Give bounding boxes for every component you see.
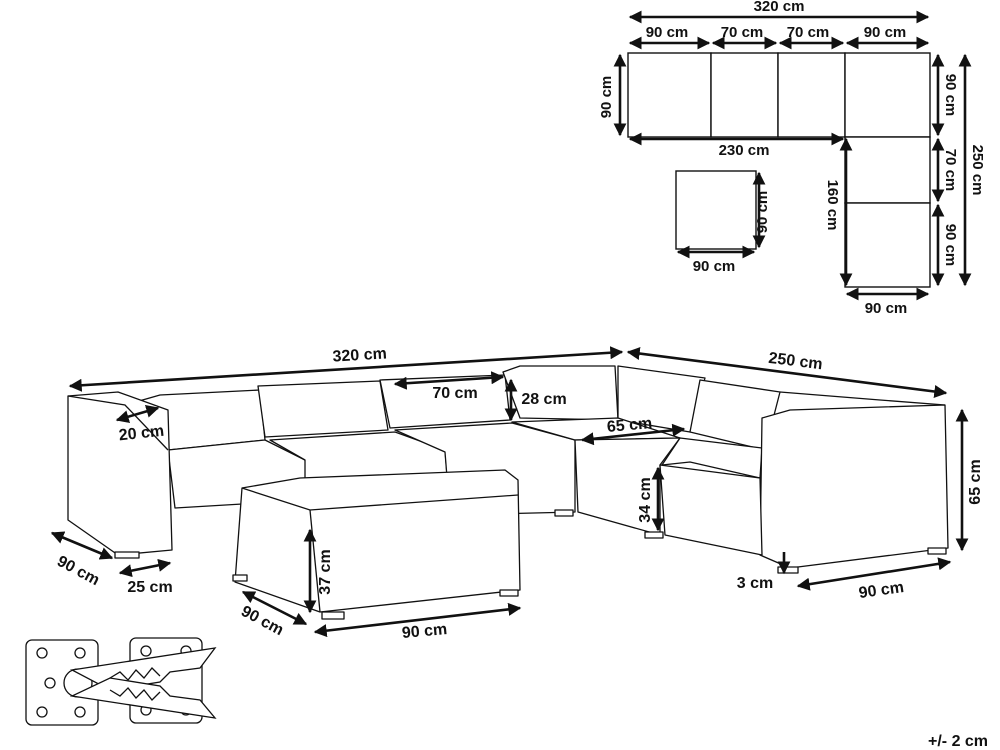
sofa-right-module-front (659, 464, 763, 556)
label-ottoman-depth: 90 cm (238, 603, 286, 639)
label-leg-offset: 25 cm (127, 579, 172, 596)
label-module-width: 90 cm (858, 579, 905, 602)
sofa-back-module-2 (257, 380, 389, 438)
label-ottoman-plan-width: 90 cm (693, 258, 736, 275)
ottoman-perspective (232, 469, 521, 620)
label-right-seg-1: 90 cm (942, 74, 959, 117)
clip-teeth (109, 667, 161, 681)
dim-arrow-seat-width (393, 371, 505, 390)
plan-module-3 (777, 52, 846, 138)
label-seg-2: 70 cm (721, 24, 764, 41)
label-right-total: 250 cm (969, 145, 986, 196)
label-inner-length: 230 cm (719, 142, 770, 159)
screw-icon (74, 647, 86, 659)
label-back-height: 28 cm (521, 391, 566, 408)
top-view-plan: 320 cm 90 cm 70 cm 70 cm 90 cm 90 cm 230… (598, 0, 986, 317)
label-arm-width: 20 cm (118, 423, 165, 445)
ottoman-leg (321, 611, 345, 620)
dim-arrow-sofa-length (626, 347, 948, 398)
ottoman-leg (499, 589, 519, 597)
label-seat-height: 34 cm (637, 477, 654, 522)
ottoman-body (234, 469, 521, 613)
sofa-leg (644, 531, 664, 539)
dim-arrow-sofa-width (68, 346, 624, 392)
sofa-leg (777, 566, 799, 574)
dim-arrow-ottoman-depth (241, 590, 308, 626)
label-sofa-length: 250 cm (768, 350, 824, 373)
label-seat-width: 70 cm (432, 385, 477, 402)
label-right-seg-3: 90 cm (942, 224, 959, 267)
dim-arrow-module-width (796, 557, 952, 591)
label-bottom-width: 90 cm (865, 300, 908, 317)
plan-module-2 (710, 52, 779, 138)
sofa-dimensions: 320 cm 250 cm 70 cm 28 cm 20 cm 65 cm 34… (50, 345, 984, 602)
label-leg-height: 3 cm (737, 575, 773, 592)
screw-icon (36, 647, 48, 659)
screw-icon (140, 645, 152, 657)
label-seg-1: 90 cm (646, 24, 689, 41)
sofa-left-arm (67, 391, 173, 556)
plan-ottoman (675, 170, 757, 250)
label-sofa-width: 320 cm (332, 345, 387, 365)
plan-module-6 (844, 202, 931, 288)
sofa-leg (927, 547, 947, 555)
label-ottoman-width: 90 cm (401, 621, 448, 642)
dim-arrow-sofa-depth (50, 531, 114, 560)
label-inner-vertical: 160 cm (824, 180, 841, 231)
sofa-leg (554, 509, 574, 517)
sofa-leg (114, 551, 140, 559)
label-total-height: 65 cm (967, 459, 984, 504)
label-sofa-depth: 90 cm (54, 553, 102, 589)
dim-arrow-arm-width (115, 405, 160, 423)
screw-icon (74, 706, 86, 718)
dim-arrow-seat-depth (580, 423, 686, 446)
label-seg-3: 70 cm (787, 24, 830, 41)
label-tolerance: +/- 2 cm (928, 733, 988, 750)
label-seg-4: 90 cm (864, 24, 907, 41)
dim-arrow-leg-offset (118, 558, 172, 578)
screw-icon (36, 706, 48, 718)
clip-teeth (109, 687, 161, 701)
screw-icon (44, 677, 56, 689)
plan-module-corner (844, 52, 931, 138)
label-ottoman-plan-depth: 90 cm (754, 191, 771, 234)
sofa-right-arm-top (779, 391, 946, 406)
sofa-right-arm (759, 404, 949, 569)
connector-clip-icon (25, 637, 217, 726)
sofa-left-arm-edge (67, 395, 169, 451)
label-ottoman-height: 37 cm (317, 549, 334, 594)
plan-module-1 (627, 52, 712, 138)
plan-module-5 (844, 136, 931, 204)
sofa-seat-right-2 (661, 437, 763, 479)
label-right-seg-2: 70 cm (942, 149, 959, 192)
label-seat-depth: 65 cm (606, 415, 653, 436)
ottoman-leg (232, 574, 248, 582)
label-top-total: 320 cm (754, 0, 805, 15)
label-left-depth: 90 cm (598, 76, 615, 119)
sofa-seat-3 (394, 422, 576, 516)
dim-arrow-ottoman-width (313, 602, 522, 638)
